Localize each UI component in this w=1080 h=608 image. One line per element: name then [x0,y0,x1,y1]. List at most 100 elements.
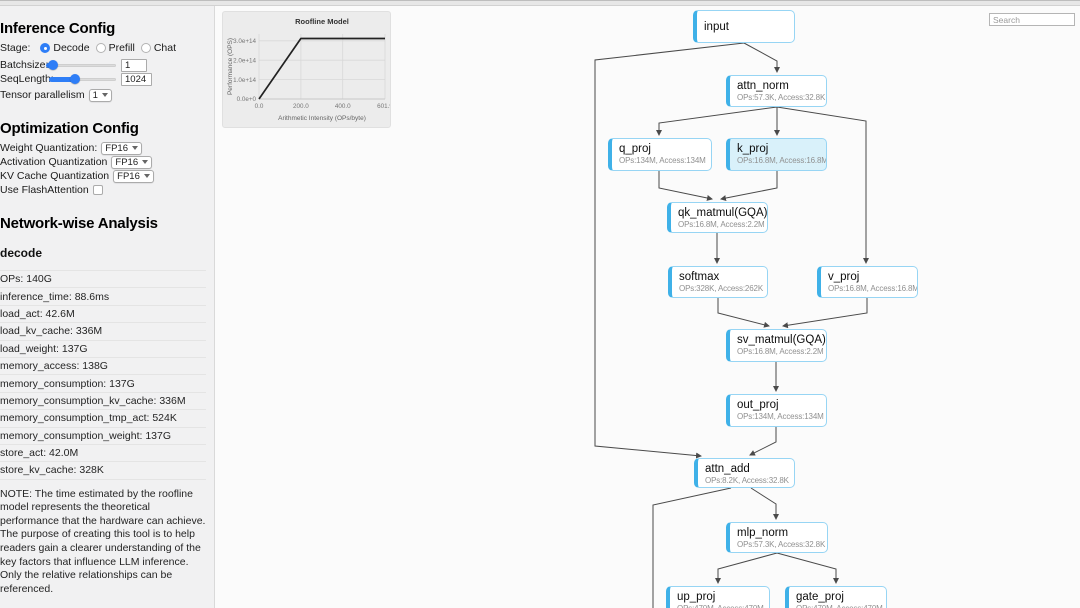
seqlength-input[interactable] [121,72,152,86]
analysis-title: Network-wise Analysis [0,215,158,232]
search-input[interactable] [989,13,1075,26]
inference-config-title: Inference Config [0,20,116,37]
node-stats: OPs:16.8M, Access:2.2M [737,347,824,356]
svg-text:Arithmetic Intensity (OPs/byte: Arithmetic Intensity (OPs/byte) [278,115,366,122]
stage-radio-chat[interactable] [140,43,151,53]
node-stats: OPs:57.3K, Access:32.8K [737,93,826,102]
node-title: q_proj [619,143,651,155]
node-stats: OPs:134M, Access:134M [619,156,706,165]
svg-text:400.0: 400.0 [335,103,351,110]
weight-quant-label: Weight Quantization: [0,142,98,154]
tensor-parallelism-row: Tensor parallelism 1 [0,88,206,102]
seqlength-slider[interactable] [49,74,116,84]
node-title: softmax [679,271,720,283]
svg-text:0.0: 0.0 [255,103,264,110]
node-title: qk_matmul(GQA) [678,207,768,219]
node-input[interactable]: input [693,10,795,43]
optimization-config-title: Optimization Config [0,120,139,137]
node-title: v_proj [828,271,860,283]
node-title: sv_matmul(GQA) [737,334,826,346]
flash-attention-checkbox[interactable] [92,185,103,195]
node-stats: OPs:16.8M, Access:16.8M [737,156,827,165]
node-stats: OPs:134M, Access:134M [737,412,824,421]
act-quant-label: Activation Quantization [0,156,108,168]
node-stats: OPs:16.8M, Access:16.8M [828,284,918,293]
batchsize-row: Batchsize: [0,58,206,72]
kv-quant-row: KV Cache Quantization FP16 [0,169,206,183]
analysis-subtitle: decode [0,246,43,260]
analysis-row: memory_consumption_tmp_act: 524K [0,410,206,428]
batchsize-slider[interactable] [46,60,116,70]
node-title: up_proj [677,591,716,603]
svg-text:0.0e+0: 0.0e+0 [237,96,257,103]
tensor-parallelism-select[interactable]: 1 [88,88,112,102]
seqlength-label: SeqLength: [0,73,54,85]
node-stats: OPs:328K, Access:262K [679,284,764,293]
node-title: input [704,21,729,33]
flash-attention-label: Use FlashAttention [0,184,89,196]
node-title: attn_norm [737,80,789,92]
kv-quant-label: KV Cache Quantization [0,170,110,182]
tensor-parallelism-label: Tensor parallelism [0,89,85,101]
stage-option-label: Decode [53,42,90,54]
kv-quant-select[interactable]: FP16 [113,169,154,183]
svg-text:2.0e+14: 2.0e+14 [233,57,256,64]
node-stats: OPs:470M, Access:470M [796,604,883,608]
seqlength-row: SeqLength: [0,72,206,86]
svg-text:200.0: 200.0 [293,103,309,110]
stage-label: Stage: [0,42,31,54]
node-title: k_proj [737,143,769,155]
analysis-row: memory_consumption: 137G [0,375,206,393]
stage-radio-decode[interactable] [40,43,51,53]
batchsize-input[interactable] [121,58,147,72]
chevron-down-icon [101,93,108,97]
stage-row: Stage: Decode Prefill Chat [0,41,206,55]
act-quant-select[interactable]: FP16 [111,155,153,169]
node-stats: OPs:8.2K, Access:32.8K [705,476,789,485]
svg-text:Performance (OPS): Performance (OPS) [227,38,234,95]
analysis-row: store_kv_cache: 328K [0,462,206,480]
analysis-row: memory_consumption_kv_cache: 336M [0,393,206,411]
analysis-row: OPs: 140G [0,271,206,289]
node-sv_matmul[interactable]: sv_matmul(GQA)OPs:16.8M, Access:2.2M [726,329,827,362]
analysis-row: store_act: 42.0M [0,445,206,463]
node-qk_matmul[interactable]: qk_matmul(GQA)OPs:16.8M, Access:2.2M [667,202,768,233]
analysis-note: NOTE: The time estimated by the roofline… [0,487,206,595]
node-title: gate_proj [796,591,844,603]
analysis-row: inference_time: 88.6ms [0,288,206,306]
analysis-row: memory_consumption_weight: 137G [0,428,206,445]
svg-text:601.9: 601.9 [377,103,390,110]
node-title: out_proj [737,399,779,411]
stage-option-label: Prefill [108,42,135,54]
stage-radio-prefill[interactable] [95,43,106,53]
analysis-row: load_weight: 137G [0,341,206,358]
svg-text:1.0e+14: 1.0e+14 [233,77,256,84]
node-stats: OPs:470M, Access:470M [677,604,765,608]
weight-quant-select[interactable]: FP16 [101,141,142,155]
chevron-down-icon [142,160,149,164]
analysis-row: load_kv_cache: 336M [0,323,206,341]
chevron-down-icon [143,174,150,178]
weight-quant-row: Weight Quantization: FP16 [0,141,206,155]
act-quant-row: Activation Quantization FP16 [0,155,206,169]
chevron-down-icon [132,146,138,150]
analysis-row: load_act: 42.6M [0,306,206,324]
stage-option-label: Chat [153,42,177,54]
top-bar [0,0,1080,6]
batchsize-label: Batchsize: [0,59,49,71]
node-title: attn_add [705,463,750,475]
node-title: mlp_norm [737,527,789,539]
